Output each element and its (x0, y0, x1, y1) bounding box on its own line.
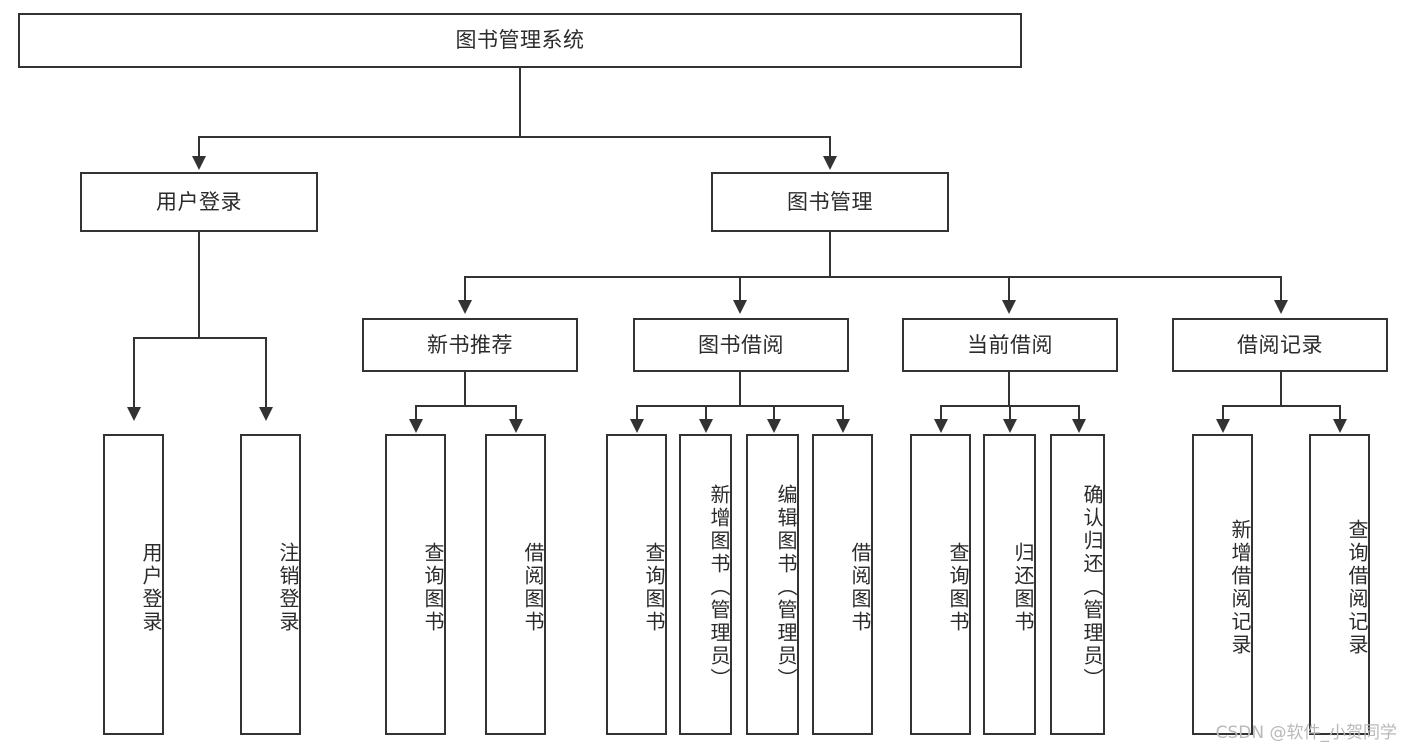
connector-user-login-leaf1 (133, 337, 135, 409)
node-user-login-label: 用户登录 (156, 189, 242, 214)
node-current-borrow[interactable]: 当前借阅 (902, 318, 1118, 372)
node-new-book-recommend-label: 新书推荐 (427, 332, 513, 357)
connector-user-login-bus (133, 337, 265, 339)
connector-borrow-record-bus (1222, 405, 1339, 407)
leaf-label: 编辑图书（管理员） (774, 484, 798, 691)
connector-to-borrow-record (1280, 276, 1282, 302)
connector-book-borrow-leaf3 (773, 405, 775, 421)
leaf-borrow-record-query[interactable]: 查询借阅记录 (1309, 434, 1370, 735)
connector-borrow-record-leaf2 (1339, 405, 1341, 421)
watermark: CSDN @软件_小贺同学 (1215, 723, 1397, 743)
node-book-manage[interactable]: 图书管理 (711, 172, 949, 232)
leaf-book-borrow-add[interactable]: 新增图书（管理员） (679, 434, 732, 735)
leaf-label: 新增借阅记录 (1228, 518, 1252, 657)
arrowhead-book-borrow-leaf3 (767, 419, 781, 433)
connector-root-to-book-manage (829, 136, 831, 158)
node-book-borrow[interactable]: 图书借阅 (633, 318, 849, 372)
leaf-label: 查询图书 (421, 541, 445, 634)
leaf-book-borrow-query[interactable]: 查询图书 (606, 434, 667, 735)
arrowhead-borrow-record-leaf2 (1333, 419, 1347, 433)
connector-new-book-stem (464, 372, 466, 405)
connector-book-borrow-leaf4 (842, 405, 844, 421)
connector-to-current-borrow (1008, 276, 1010, 302)
arrowhead-borrow-record-leaf1 (1216, 419, 1230, 433)
arrowhead-current-borrow-leaf2 (1003, 419, 1017, 433)
leaf-new-book-query[interactable]: 查询图书 (385, 434, 446, 735)
connector-to-new-book (464, 276, 466, 302)
leaf-current-borrow-return[interactable]: 归还图书 (983, 434, 1036, 735)
arrowhead-book-borrow (733, 300, 747, 314)
arrowhead-user-login-leaf2 (259, 407, 273, 421)
leaf-label: 借阅图书 (848, 541, 872, 634)
leaf-borrow-record-add[interactable]: 新增借阅记录 (1192, 434, 1253, 735)
connector-new-book-leaf1 (415, 405, 417, 421)
arrowhead-book-borrow-leaf2 (699, 419, 713, 433)
connector-root-bus (198, 136, 831, 138)
connector-level3-bus (464, 276, 1280, 278)
connector-new-book-leaf2 (515, 405, 517, 421)
leaf-new-book-borrow[interactable]: 借阅图书 (485, 434, 546, 735)
connector-root-to-user-login (198, 136, 200, 158)
connector-book-borrow-leaf2 (705, 405, 707, 421)
leaf-book-borrow-edit[interactable]: 编辑图书（管理员） (746, 434, 799, 735)
leaf-label: 注销登录 (276, 541, 300, 634)
node-borrow-record-label: 借阅记录 (1237, 332, 1323, 357)
leaf-label: 用户登录 (139, 541, 163, 634)
node-new-book-recommend[interactable]: 新书推荐 (362, 318, 578, 372)
leaf-label: 查询图书 (642, 541, 666, 634)
arrowhead-new-book (458, 300, 472, 314)
connector-borrow-record-stem (1280, 372, 1282, 405)
connector-book-manage-stem (829, 232, 831, 276)
connector-current-borrow-leaf2 (1009, 405, 1011, 421)
connector-current-borrow-leaf3 (1078, 405, 1080, 421)
connector-root-stem (519, 68, 521, 136)
arrowhead-user-login-leaf1 (127, 407, 141, 421)
node-user-login[interactable]: 用户登录 (80, 172, 318, 232)
leaf-label: 查询借阅记录 (1345, 518, 1369, 657)
arrowhead-new-book-leaf2 (509, 419, 523, 433)
arrowhead-book-manage (823, 156, 837, 170)
connector-book-borrow-stem (739, 372, 741, 405)
node-root-label: 图书管理系统 (455, 28, 585, 53)
leaf-current-borrow-confirm[interactable]: 确认归还（管理员） (1050, 434, 1105, 735)
leaf-user-login-login[interactable]: 用户登录 (103, 434, 164, 735)
arrowhead-current-borrow (1002, 300, 1016, 314)
leaf-label: 借阅图书 (521, 541, 545, 634)
node-book-borrow-label: 图书借阅 (698, 332, 784, 357)
leaf-user-login-logout[interactable]: 注销登录 (240, 434, 301, 735)
connector-borrow-record-leaf1 (1222, 405, 1224, 421)
arrowhead-borrow-record (1274, 300, 1288, 314)
leaf-book-borrow-borrow[interactable]: 借阅图书 (812, 434, 873, 735)
connector-current-borrow-leaf1 (940, 405, 942, 421)
connector-new-book-bus (415, 405, 515, 407)
leaf-label: 新增图书（管理员） (707, 484, 731, 691)
leaf-label: 确认归还（管理员） (1080, 484, 1104, 691)
connector-user-login-leaf2 (265, 337, 267, 409)
node-current-borrow-label: 当前借阅 (967, 332, 1053, 357)
arrowhead-current-borrow-leaf1 (934, 419, 948, 433)
arrowhead-book-borrow-leaf4 (836, 419, 850, 433)
connector-to-book-borrow (739, 276, 741, 302)
connector-book-borrow-leaf1 (636, 405, 638, 421)
arrowhead-current-borrow-leaf3 (1072, 419, 1086, 433)
connector-book-borrow-bus (636, 405, 843, 407)
leaf-label: 归还图书 (1011, 541, 1035, 634)
arrowhead-book-borrow-leaf1 (630, 419, 644, 433)
connector-current-borrow-stem (1008, 372, 1010, 405)
connector-user-login-stem (198, 232, 200, 337)
node-book-manage-label: 图书管理 (787, 189, 873, 214)
leaf-current-borrow-query[interactable]: 查询图书 (910, 434, 971, 735)
arrowhead-user-login (192, 156, 206, 170)
node-root[interactable]: 图书管理系统 (18, 13, 1022, 68)
leaf-label: 查询图书 (946, 541, 970, 634)
node-borrow-record[interactable]: 借阅记录 (1172, 318, 1388, 372)
arrowhead-new-book-leaf1 (409, 419, 423, 433)
